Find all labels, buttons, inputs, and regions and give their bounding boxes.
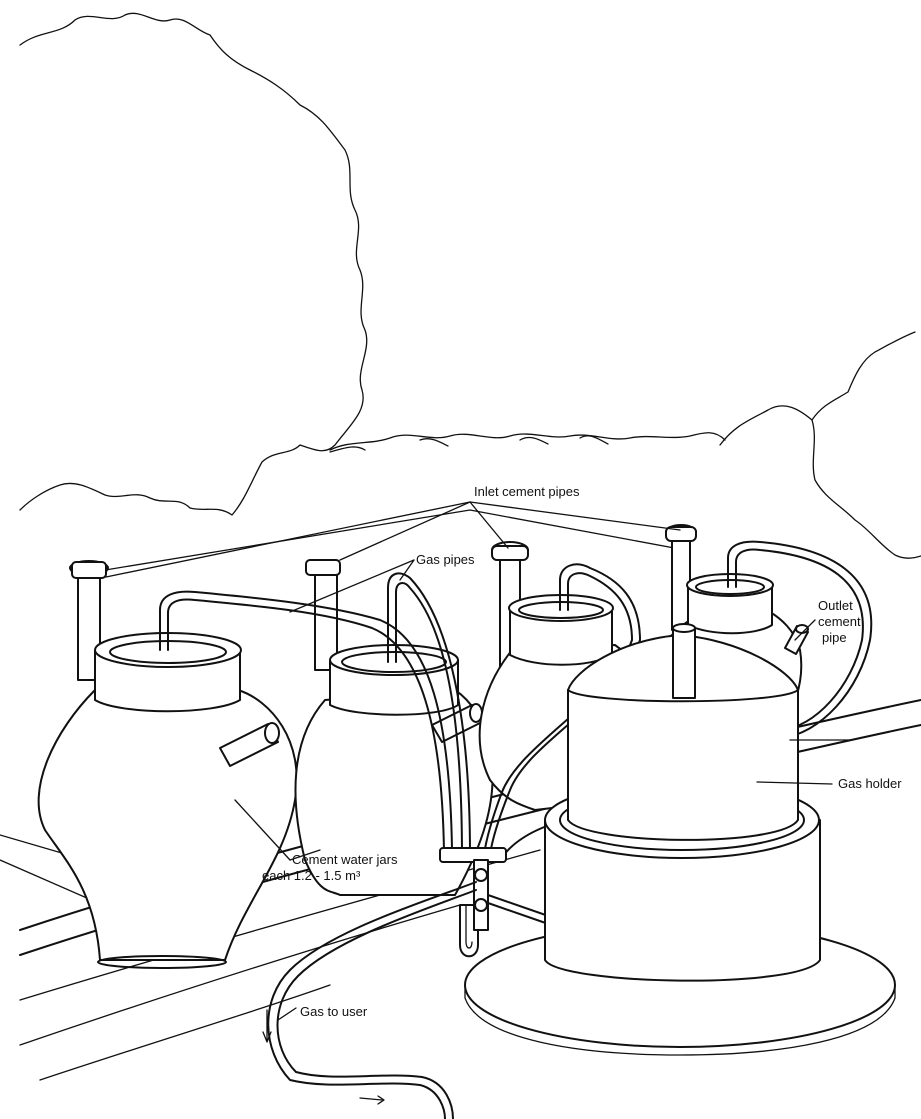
label-gas-pipes: Gas pipes <box>416 552 475 567</box>
gas-to-user-line <box>263 882 476 1119</box>
tree-outline-right <box>720 332 921 558</box>
tree-outline-horizon <box>330 433 725 452</box>
label-jar-volume: each 1.2 - 1.5 m³ <box>262 868 361 883</box>
label-cement-water-jars: Cement water jars <box>292 852 398 867</box>
label-inlet-cement-pipes: Inlet cement pipes <box>474 484 580 499</box>
tree-outline-left <box>20 13 367 515</box>
label-outlet-line-1: Outlet <box>818 598 853 613</box>
label-outlet-line-3: pipe <box>822 630 847 645</box>
label-gas-holder: Gas holder <box>838 776 902 791</box>
label-gas-to-user: Gas to user <box>300 1004 368 1019</box>
label-outlet-line-2: cement <box>818 614 861 629</box>
